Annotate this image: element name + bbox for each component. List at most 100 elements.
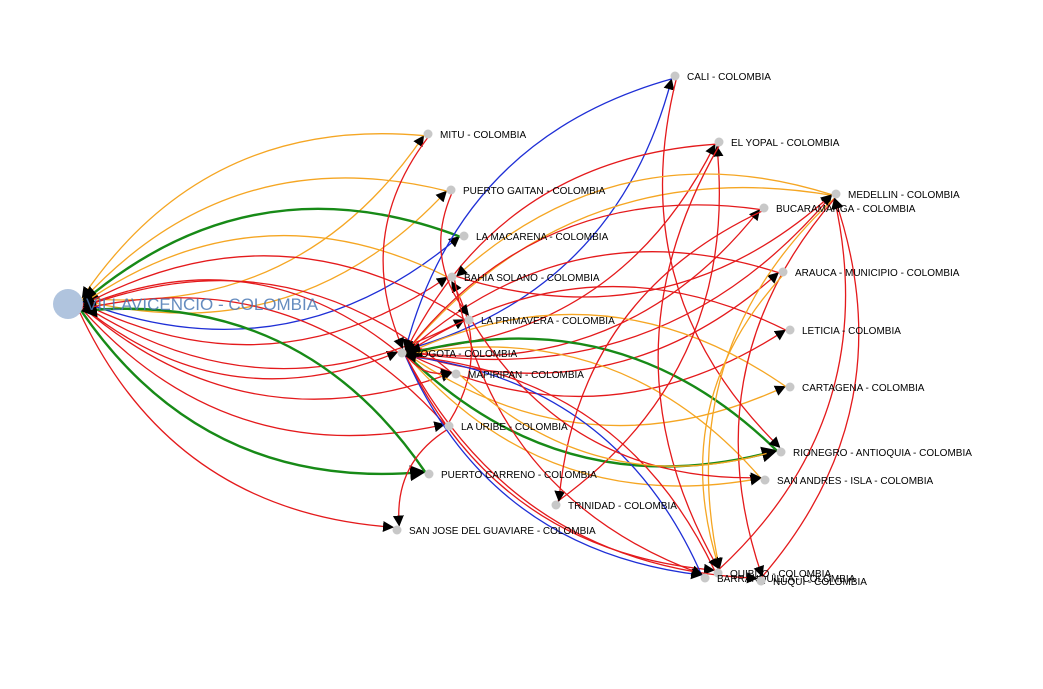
edge-bogota-to-cartagena <box>405 352 786 427</box>
node-el-yopal[interactable]: EL YOPAL - COLOMBIA <box>714 137 840 150</box>
node-barranquilla[interactable]: BARRANQUILLA - COLOMBIA <box>700 573 856 586</box>
node-dot[interactable] <box>700 573 710 583</box>
edge-villavicencio-to-mapiripan <box>81 306 453 400</box>
node-dot[interactable] <box>459 231 469 241</box>
node-dot[interactable] <box>831 189 841 199</box>
node-dot[interactable] <box>397 348 407 358</box>
node-dot[interactable] <box>464 315 474 325</box>
node-label: BOGOTA - COLOMBIA <box>414 349 517 360</box>
node-bahia-solano[interactable]: BAHIA SOLANO - COLOMBIA <box>447 272 600 285</box>
node-rionegro[interactable]: RIONEGRO - ANTIOQUIA - COLOMBIA <box>776 447 973 460</box>
edge-arauca-to-bogota <box>406 251 780 353</box>
edge-la_primavera-to-san_andres <box>471 321 762 484</box>
node-leticia[interactable]: LETICIA - COLOMBIA <box>785 325 902 338</box>
edge-villavicencio-to-bogota <box>81 305 399 380</box>
node-bucaramanga[interactable]: BUCARAMANGA - COLOMBIA <box>759 203 916 216</box>
edge-bogota-to-barranquilla <box>404 355 703 580</box>
edge-villavicencio-to-san_jose <box>78 311 394 532</box>
node-villavicencio[interactable]: VILLAVICENCIO - COLOMBIA <box>53 289 319 319</box>
node-label: SAN ANDRES - ISLA - COLOMBIA <box>777 476 933 487</box>
node-san-andres[interactable]: SAN ANDRES - ISLA - COLOMBIA <box>760 475 934 488</box>
node-dot[interactable] <box>451 369 461 379</box>
node-label: MEDELLIN - COLOMBIA <box>848 190 960 201</box>
node-label: EL YOPAL - COLOMBIA <box>731 138 840 149</box>
edge-medellin-to-nuqui <box>737 197 836 578</box>
hub-node-dot[interactable] <box>53 289 83 319</box>
edge-bogota-to-villavicencio <box>82 279 399 353</box>
node-dot[interactable] <box>760 475 770 485</box>
edge-cartagena-to-bogota <box>406 313 787 388</box>
edge-villavicencio-to-puerto_carreno <box>79 309 427 482</box>
node-nuqui[interactable]: NUQUI - COLOMBIA <box>756 576 868 589</box>
node-mitu[interactable]: MITU - COLOMBIA <box>423 129 527 142</box>
node-label: BUCARAMANGA - COLOMBIA <box>776 204 916 215</box>
node-dot[interactable] <box>444 421 454 431</box>
node-la-primavera[interactable]: LA PRIMAVERA - COLOMBIA <box>464 315 616 328</box>
edge-puerto_carreno-to-villavicencio <box>80 301 427 473</box>
edge-bogota-to-rionegro <box>405 353 778 468</box>
node-label: LA MACARENA - COLOMBIA <box>476 232 609 243</box>
node-dot[interactable] <box>670 71 680 81</box>
edge-bogota-to-quibdo <box>404 355 715 575</box>
node-puerto-gaitan[interactable]: PUERTO GAITAN - COLOMBIA <box>446 185 606 198</box>
edge-rionegro-to-bogota <box>405 337 778 452</box>
node-bogota[interactable]: BOGOTA - COLOMBIA <box>397 348 518 361</box>
node-dot[interactable] <box>756 576 766 586</box>
edge-bucaramanga-to-trinidad <box>554 210 762 502</box>
node-layer: VILLAVICENCIO - COLOMBIA MITU - COLOMBIA P… <box>53 71 973 589</box>
edge-medellin-to-bahia_solano <box>456 173 833 277</box>
node-arauca[interactable]: ARAUCA - MUNICIPIO - COLOMBIA <box>778 267 960 280</box>
edge-puerto_gaitan-to-villavicencio <box>82 177 448 301</box>
edge-mitu-to-villavicencio <box>81 133 425 299</box>
edge-bogota-to-nuqui <box>404 354 758 584</box>
edge-mitu-to-bogota <box>382 137 429 350</box>
node-dot[interactable] <box>446 185 456 195</box>
edge-quibdo-to-medellin <box>718 197 847 570</box>
node-dot[interactable] <box>778 267 788 277</box>
node-dot[interactable] <box>714 137 724 147</box>
node-cali[interactable]: CALI - COLOMBIA <box>670 71 772 84</box>
node-label: CARTAGENA - COLOMBIA <box>802 383 925 394</box>
node-dot[interactable] <box>423 129 433 139</box>
edge-bogota-to-san_andres <box>405 353 762 487</box>
node-trinidad[interactable]: TRINIDAD - COLOMBIA <box>551 500 678 513</box>
node-label: RIONEGRO - ANTIOQUIA - COLOMBIA <box>793 448 972 459</box>
edge-villavicencio-to-mitu <box>80 135 425 301</box>
node-dot[interactable] <box>447 272 457 282</box>
node-la-macarena[interactable]: LA MACARENA - COLOMBIA <box>459 231 609 244</box>
node-dot[interactable] <box>551 500 561 510</box>
node-dot[interactable] <box>785 325 795 335</box>
node-dot[interactable] <box>776 447 786 457</box>
node-label: CALI - COLOMBIA <box>687 72 771 83</box>
node-medellin[interactable]: MEDELLIN - COLOMBIA <box>831 189 961 202</box>
edge-barranquilla-to-bogota <box>404 351 703 576</box>
node-label: PUERTO CARRENO - COLOMBIA <box>441 470 597 481</box>
node-quibdo[interactable]: QUIBDO - COLOMBIA <box>713 568 832 581</box>
node-label: VILLAVICENCIO - COLOMBIA <box>86 295 319 314</box>
node-label: SAN JOSE DEL GUAVIARE - COLOMBIA <box>409 526 596 537</box>
node-label: MITU - COLOMBIA <box>440 130 526 141</box>
node-dot[interactable] <box>392 525 402 535</box>
node-la-uribe[interactable]: LA URIBE - COLOMBIA <box>444 421 569 434</box>
edge-villavicencio-to-la_uribe <box>80 307 446 437</box>
node-puerto-carreno[interactable]: PUERTO CARRENO - COLOMBIA <box>424 469 598 482</box>
node-label: MAPIRIPAN - COLOMBIA <box>468 370 584 381</box>
edge-villavicencio-to-bahia_solano <box>81 276 448 346</box>
node-dot[interactable] <box>713 568 723 578</box>
node-san-jose[interactable]: SAN JOSE DEL GUAVIARE - COLOMBIA <box>392 525 597 538</box>
edge-villavicencio-to-puerto_gaitan <box>81 190 447 314</box>
node-dot[interactable] <box>785 382 795 392</box>
node-cartagena[interactable]: CARTAGENA - COLOMBIA <box>785 382 925 395</box>
edge-bahia_solano-to-medellin <box>455 194 832 298</box>
node-label: LA URIBE - COLOMBIA <box>461 422 568 433</box>
edge-bogota-to-bucaramanga <box>405 209 761 357</box>
node-label: NUQUI - COLOMBIA <box>773 577 867 588</box>
node-dot[interactable] <box>424 469 434 479</box>
node-dot[interactable] <box>759 203 769 213</box>
node-label: BAHIA SOLANO - COLOMBIA <box>464 273 600 284</box>
node-mapiripan[interactable]: MAPIRIPAN - COLOMBIA <box>451 369 585 382</box>
edge-bogota-to-medellin <box>405 194 833 361</box>
edge-layer <box>78 78 860 584</box>
edge-la_uribe-to-villavicencio <box>82 297 446 426</box>
edge-medellin-to-quibdo <box>707 197 836 570</box>
